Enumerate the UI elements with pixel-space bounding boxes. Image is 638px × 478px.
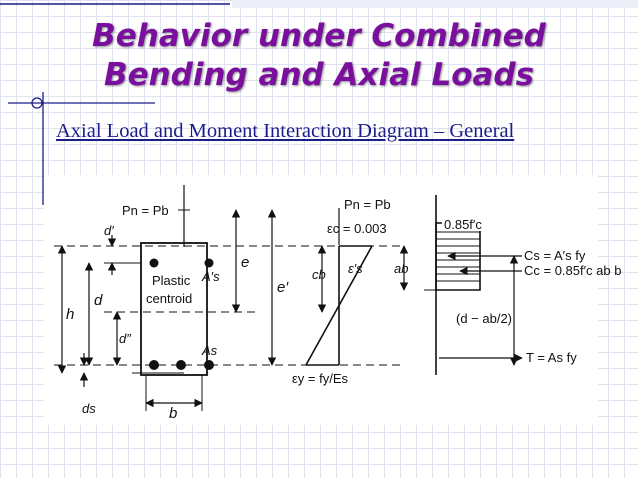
interaction-diagram-figure: Pn = Pb d′ h d d″ ds b A′s As Plastic ce…: [44, 175, 621, 425]
As-prime-label: A′s: [201, 269, 220, 284]
stress-block-hatch: [436, 231, 480, 282]
e-label: e: [241, 254, 249, 271]
slide-title-line-1: Behavior under Combined: [92, 18, 546, 54]
e-prime-label: e′: [277, 279, 289, 296]
h-label: h: [66, 306, 74, 323]
Cs-label: Cs = A′s fy: [524, 248, 586, 263]
compression-bar-1: [149, 258, 159, 268]
lever-arm-label: (d − ab/2): [456, 311, 512, 326]
strain-force-label: Pn = Pb: [344, 197, 391, 212]
T-label: T = As fy: [526, 350, 577, 365]
strain-profile: [305, 245, 373, 366]
eps-s-prime-label: ε′s: [348, 261, 363, 276]
slide-subtitle: Axial Load and Moment Interaction Diagra…: [56, 120, 515, 142]
top-rule-band: [232, 0, 638, 8]
beam-cross-section: [140, 242, 208, 376]
d-prime-label: d′: [104, 223, 114, 238]
Cc-label: Cc = 0.85f′c ab b: [524, 263, 621, 278]
stress-label-bg: [442, 219, 482, 231]
section-strain-stress-diagram: Pn = Pb d′ h d d″ ds b A′s As Plastic ce…: [54, 185, 621, 422]
tension-bar-1: [149, 360, 159, 370]
stress-label: 0.85f′c: [444, 217, 482, 232]
slide-title-line-2: Bending and Axial Loads: [103, 57, 535, 93]
ab-label: ab: [394, 261, 408, 276]
d-label: d: [94, 292, 103, 309]
b-label: b: [169, 405, 177, 422]
plastic-centroid-label-2: centroid: [146, 291, 192, 306]
rule-ornament-circle: [31, 97, 43, 109]
ds-label: ds: [82, 401, 96, 416]
As-label: As: [201, 343, 218, 358]
d-double-prime-label: d″: [119, 331, 131, 346]
eps-y-label: εy = fy/Es: [292, 371, 349, 386]
compression-bar-2: [204, 258, 214, 268]
plastic-centroid-label-1: Plastic: [152, 273, 191, 288]
eps-c-label: εc = 0.003: [327, 221, 387, 236]
cb-label: cb: [312, 267, 326, 282]
section-force-label: Pn = Pb: [122, 203, 169, 218]
reinforcement-bars: [149, 258, 214, 370]
tension-bar-2: [176, 360, 186, 370]
tension-bar-3: [204, 360, 214, 370]
